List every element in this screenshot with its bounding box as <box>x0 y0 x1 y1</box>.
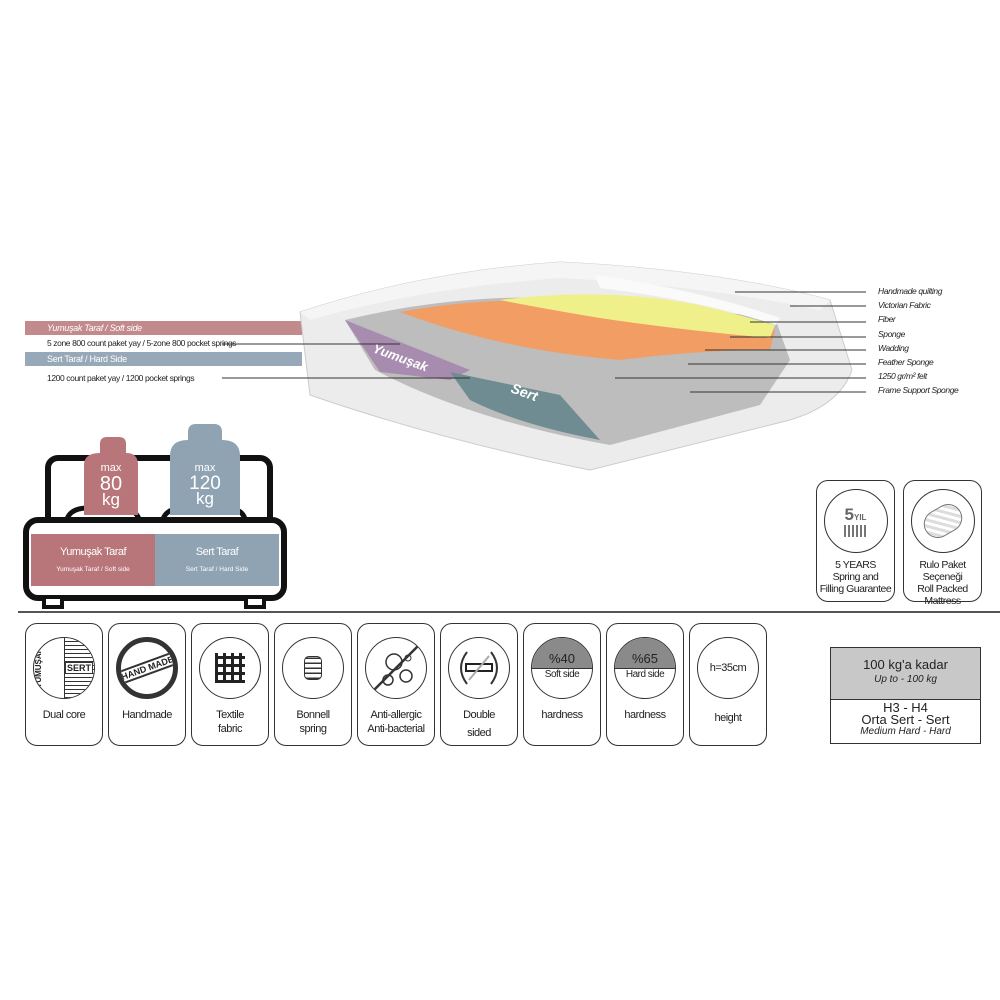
feature-label: sided <box>467 727 491 739</box>
rolled-mattress-icon <box>910 489 975 553</box>
feature-label: Handmade <box>122 709 172 721</box>
bed-hard-title: Sert Taraf <box>195 546 239 558</box>
spring-icon <box>843 525 868 537</box>
layer-label: Sponge <box>878 329 905 339</box>
feature-bonnell: Bonnell spring <box>274 623 352 746</box>
guarantee-badge: 5 <box>844 505 854 524</box>
feature-label: Bonnell <box>296 709 330 721</box>
roll-packed-card: Rulo Paket Seçeneği Roll Packed Mattress <box>903 480 982 607</box>
roll-line: Seçeneği <box>922 571 963 583</box>
bed-illustration <box>23 424 287 609</box>
guarantee-line: 5 YEARS <box>835 559 876 571</box>
feature-label: Textile <box>216 709 244 721</box>
roll-line: Roll Packed <box>917 583 968 595</box>
soft-core-layer <box>345 320 470 380</box>
hard-weight: max 120 kg <box>170 461 240 508</box>
feature-double-sided: Double sided <box>440 623 518 746</box>
bed-soft-sub: Yumuşak Taraf / Soft side <box>56 566 130 573</box>
soft-weight-max: max <box>100 462 122 474</box>
layer-label: Frame Support Sponge <box>878 385 959 395</box>
soft-side-title: Yumuşak Taraf / Soft side <box>25 321 302 335</box>
layer-label: Victorian Fabric <box>878 300 931 310</box>
feature-textile: Textile fabric <box>191 623 269 746</box>
dual-core-icon: YUMUŞAK SERT <box>33 637 95 699</box>
layer-label: Feather Sponge <box>878 357 934 367</box>
guarantee-badge-unit: YIL <box>854 513 867 522</box>
feature-hard-hardness: %65 Hard side hardness <box>606 623 684 746</box>
guarantee-line: Spring and <box>832 571 879 583</box>
soft-weight-unit: kg <box>102 490 120 509</box>
firmness-grade: H3 - H4 <box>883 700 928 715</box>
soft-hardness-gauge: %40 Soft side <box>531 637 593 699</box>
feature-dual-core: YUMUŞAK SERT Dual core <box>25 623 103 746</box>
textile-icon <box>199 637 261 699</box>
feature-label: hardness <box>541 709 583 721</box>
hard-weight-value: 120 <box>189 473 221 494</box>
feature-handmade: HAND MADE Handmade <box>108 623 186 746</box>
handmade-icon: HAND MADE <box>116 637 178 699</box>
soft-weight-value: 80 <box>99 473 123 495</box>
feature-label: height <box>714 712 742 724</box>
soft-side-desc: 5 zone 800 count paket yay / 5-zone 800 … <box>47 338 237 348</box>
anti-bacterial-icon <box>365 637 427 699</box>
hard-weight-unit: kg <box>196 489 214 508</box>
roll-line: Rulo Paket <box>919 559 966 571</box>
height-circle: h=35cm <box>697 637 759 699</box>
spring-coil-icon <box>282 637 344 699</box>
bed-soft-title: Yumuşak Taraf <box>59 546 127 558</box>
bed-hard-side: Sert Taraf Sert Taraf / Hard Side <box>155 546 279 573</box>
dual-hard-text: SERT <box>65 662 94 674</box>
load-tr: 100 kg'a kadar <box>863 657 948 672</box>
mattress-illustration: Yumuşak Sert <box>222 261 866 471</box>
fiber-layer <box>500 294 775 338</box>
hard-core-layer <box>450 372 600 440</box>
feature-label: Anti-allergic <box>370 709 422 721</box>
layer-label: Handmade quilting <box>878 286 943 296</box>
feature-label: hardness <box>624 709 666 721</box>
soft-hardness-side: Soft side <box>532 668 592 680</box>
height-value: h=35cm <box>709 662 747 674</box>
hard-hardness-side: Hard side <box>615 668 675 680</box>
feature-label: spring <box>299 723 327 735</box>
bed-hard-sub: Sert Taraf / Hard Side <box>185 566 249 573</box>
hard-weight-max: max <box>194 462 216 474</box>
layer-label: 1250 gr/m² felt <box>878 371 927 381</box>
feature-height: h=35cm height <box>689 623 767 746</box>
bed-soft-side: Yumuşak Taraf Yumuşak Taraf / Soft side <box>31 546 155 573</box>
layer-label: Fiber <box>878 314 896 324</box>
feature-label: fabric <box>218 723 242 735</box>
load-en: Up to - 100 kg <box>874 674 937 685</box>
soft-weight: max 80 kg <box>84 460 138 508</box>
feature-label: Anti-bacterial <box>367 723 425 735</box>
hard-hardness-pct: %65 <box>615 638 675 668</box>
feature-soft-hardness: %40 Soft side hardness <box>523 623 601 746</box>
firmness-tr: Orta Sert - Sert <box>861 712 950 727</box>
soft-hardness-pct: %40 <box>532 638 592 668</box>
feature-label: Double <box>463 709 495 721</box>
feature-label: Dual core <box>42 709 86 721</box>
handmade-stamp: HAND MADE <box>121 650 173 686</box>
hard-hardness-gauge: %65 Hard side <box>614 637 676 699</box>
hard-side-title: Sert Taraf / Hard Side <box>25 352 302 366</box>
guarantee-icon: 5YIL <box>823 489 888 553</box>
load-firmness-table: 100 kg'a kadar Up to - 100 kg H3 - H4 Or… <box>830 647 981 744</box>
layer-label: Wadding <box>878 343 909 353</box>
guarantee-line: Filling Guarantee <box>819 583 892 595</box>
guarantee-card: 5YIL 5 YEARS Spring and Filling Guarante… <box>816 480 895 602</box>
dual-soft-text: YUMUŞAK <box>34 647 43 689</box>
divider <box>18 611 1000 613</box>
hard-side-desc: 1200 count paket yay / 1200 pocket sprin… <box>47 373 195 383</box>
firmness-en: Medium Hard - Hard <box>860 726 951 737</box>
roll-line: Mattress <box>924 595 961 607</box>
sponge-layer <box>400 300 775 360</box>
flip-icon <box>448 637 510 699</box>
